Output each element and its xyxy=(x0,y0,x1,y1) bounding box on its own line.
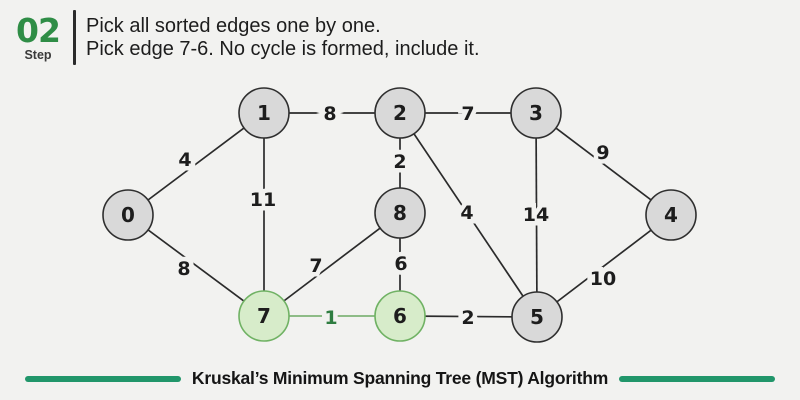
edge-weight-6-5: 2 xyxy=(461,307,474,329)
edge-0-1 xyxy=(127,112,265,216)
edge-7-8 xyxy=(263,212,401,317)
edge-weight-2-3: 7 xyxy=(461,103,474,125)
step-header: 02 Step Pick all sorted edges one by one… xyxy=(12,10,480,65)
graph-node-label-0: 0 xyxy=(121,203,135,227)
step-divider xyxy=(73,10,76,65)
graph-node-label-3: 3 xyxy=(529,101,543,125)
step-number: 02 xyxy=(16,10,61,50)
footer-title: Kruskal’s Minimum Spanning Tree (MST) Al… xyxy=(191,368,609,388)
edge-2-5 xyxy=(399,112,538,318)
graph-node-2 xyxy=(374,87,426,139)
edge-3-4 xyxy=(535,112,672,216)
edge-0-7 xyxy=(127,214,265,317)
graph-node-5 xyxy=(511,291,563,343)
graph-node-label-1: 1 xyxy=(257,101,271,125)
graph-node-1 xyxy=(238,87,290,139)
edge-weight-7-8: 7 xyxy=(309,255,322,277)
graph-node-0 xyxy=(102,189,154,241)
edge-weight-0-7: 8 xyxy=(177,258,190,280)
step-description-line2: Pick edge 7-6. No cycle is formed, inclu… xyxy=(86,37,480,60)
graph-node-label-5: 5 xyxy=(530,305,544,329)
graph-node-6 xyxy=(374,290,426,342)
graph-node-4 xyxy=(645,189,697,241)
edge-weight-1-7: 11 xyxy=(250,189,276,211)
edge-weight-2-5: 4 xyxy=(460,202,473,224)
edge-5-4 xyxy=(536,214,672,318)
edge-weight-5-4: 10 xyxy=(590,268,616,290)
step-description-line1: Pick all sorted edges one by one. xyxy=(86,14,381,37)
edge-weight-8-6: 6 xyxy=(394,253,407,275)
edge-weight-0-1: 4 xyxy=(178,149,191,171)
graph-node-3 xyxy=(510,87,562,139)
footer-accent-bar-left xyxy=(25,375,181,382)
edge-weight-3-5: 14 xyxy=(523,204,549,226)
edge-weight-2-8: 2 xyxy=(393,151,406,173)
footer-accent-bar-right xyxy=(619,375,775,382)
step-description: Pick all sorted edges one by one. Pick e… xyxy=(86,15,480,61)
graph-node-label-6: 6 xyxy=(393,304,407,328)
step-label: Step xyxy=(24,47,52,62)
edge-3-5 xyxy=(535,112,538,318)
graph-node-8 xyxy=(374,187,426,239)
step-block: 02 Step xyxy=(12,14,64,62)
graph-node-label-7: 7 xyxy=(257,304,271,328)
graph-node-label-2: 2 xyxy=(393,101,407,125)
footer: Kruskal’s Minimum Spanning Tree (MST) Al… xyxy=(25,368,775,389)
graph-node-label-4: 4 xyxy=(664,203,678,227)
graph-node-label-8: 8 xyxy=(393,201,407,225)
edge-weight-1-2: 8 xyxy=(323,103,336,125)
edge-weight-3-4: 9 xyxy=(596,142,609,164)
graph-node-7 xyxy=(238,290,290,342)
edge-weight-7-6: 1 xyxy=(324,307,337,329)
